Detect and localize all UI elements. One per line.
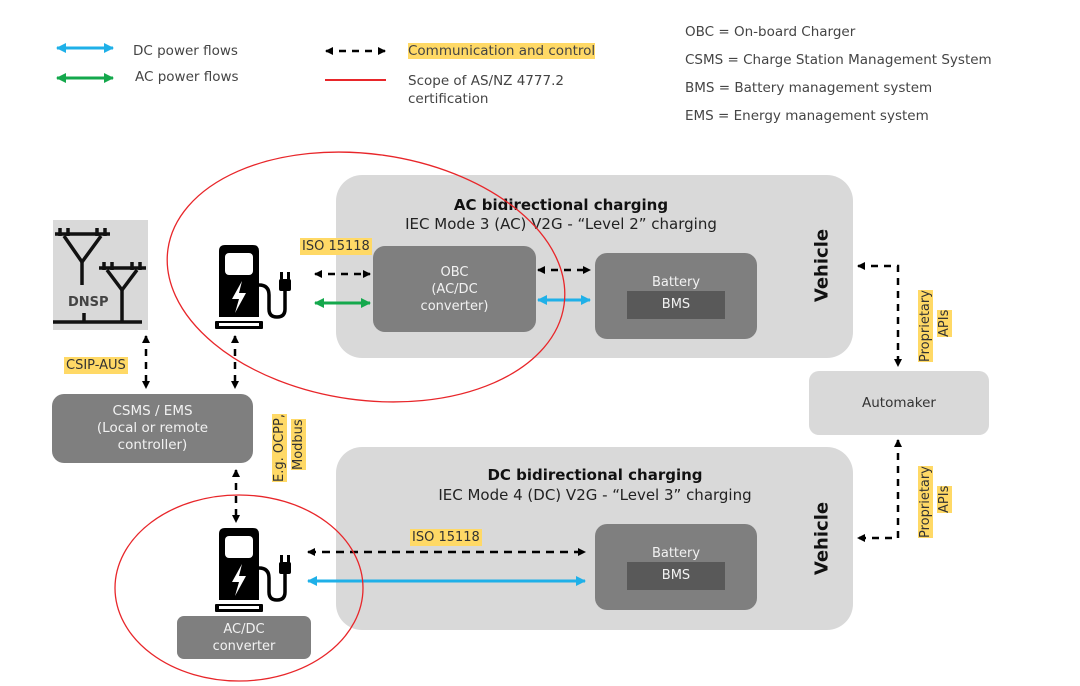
ac-scope-ellipse xyxy=(166,151,566,403)
converter-line2: converter xyxy=(212,638,276,654)
legend-ac-label: AC power flows xyxy=(135,69,239,85)
dc-scope-ellipse xyxy=(114,494,364,682)
dc-bms-box: BMS xyxy=(627,561,725,590)
automaker-box xyxy=(809,371,989,435)
legend-scope-label: Scope of AS/NZ 4777.2 certification xyxy=(408,72,564,108)
ac-charger-icon xyxy=(213,243,293,331)
csms-ems-box: CSMS / EMS (Local or remote controller) xyxy=(52,394,253,463)
ac-panel-title: AC bidirectional charging xyxy=(453,196,669,214)
dc-battery-label: Battery xyxy=(651,545,701,561)
obc-line3: converter) xyxy=(420,298,489,314)
automaker-label: Automaker xyxy=(862,395,936,411)
ac-battery-box: Battery BMS xyxy=(595,253,757,339)
dnsp-label: DNSP xyxy=(68,295,109,310)
converter-line1: AC/DC xyxy=(223,621,265,637)
abbr-bms: BMS = Battery management system xyxy=(685,80,933,96)
iso15118-dc-tag: ISO 15118 xyxy=(410,529,482,546)
abbr-obc: OBC = On-board Charger xyxy=(685,24,856,40)
acdc-converter-box: AC/DC converter xyxy=(177,616,311,659)
legend-scope-line1: Scope of AS/NZ 4777.2 xyxy=(408,73,564,89)
ac-panel-subtitle: IEC Mode 3 (AC) V2G - “Level 2” charging xyxy=(405,215,717,233)
dc-panel-subtitle: IEC Mode 4 (DC) V2G - “Level 3” charging xyxy=(438,486,752,504)
legend-comm-label: Communication and control xyxy=(408,42,596,60)
obc-box: OBC (AC/DC converter) xyxy=(373,246,536,332)
csms-line3: controller) xyxy=(117,437,188,453)
abbr-csms: CSMS = Charge Station Management System xyxy=(685,52,992,68)
ac-vehicle-automaker-arrow xyxy=(857,262,902,367)
csms-line2: (Local or remote xyxy=(96,420,209,436)
dc-vehicle-automaker-arrow xyxy=(857,439,902,542)
dc-panel-title: DC bidirectional charging xyxy=(487,466,703,484)
abbr-ems: EMS = Energy management system xyxy=(685,108,929,124)
obc-line1: OBC xyxy=(440,264,469,280)
ac-battery-label: Battery xyxy=(651,274,701,290)
dc-charger-icon xyxy=(213,526,293,614)
csms-line1: CSMS / EMS xyxy=(112,403,193,419)
obc-line2: (AC/DC xyxy=(431,281,478,297)
dc-battery-box: Battery BMS xyxy=(595,524,757,610)
power-pylon-icon xyxy=(53,228,146,324)
iso15118-ac-tag: ISO 15118 xyxy=(300,238,372,255)
legend-scope-line2: certification xyxy=(408,91,489,107)
legend-dc-label: DC power flows xyxy=(133,43,238,59)
csip-aus-tag: CSIP-AUS xyxy=(64,357,128,374)
ac-bms-box: BMS xyxy=(627,290,725,319)
legend-comm-text: Communication and control xyxy=(408,43,596,59)
